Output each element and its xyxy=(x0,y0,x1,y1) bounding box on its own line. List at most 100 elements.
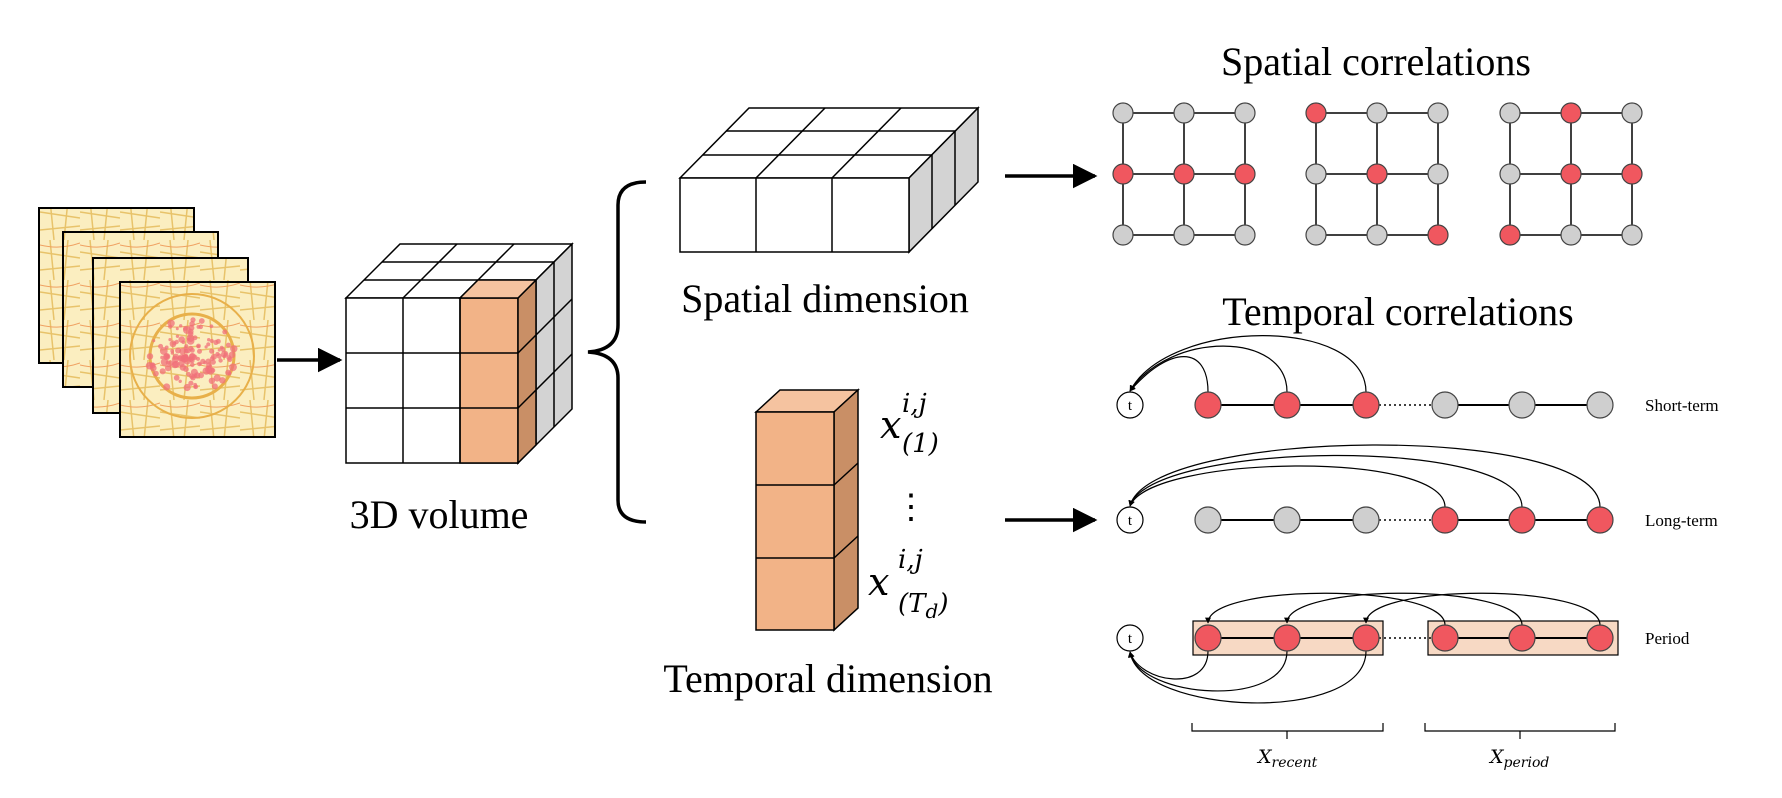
heat-dot xyxy=(206,342,211,347)
x-recent-brace xyxy=(1191,723,1384,739)
grid-node-gray xyxy=(1427,163,1449,185)
recent-arc xyxy=(1128,650,1209,680)
heat-dot xyxy=(159,347,168,355)
heat-dot xyxy=(219,345,224,350)
grid-node-gray xyxy=(1499,102,1521,124)
time-node-gray xyxy=(1273,506,1301,534)
temporal-correlations-title: Temporal correlations xyxy=(1222,289,1574,334)
svg-text:(1): (1) xyxy=(902,429,939,459)
dependency-arc xyxy=(1128,454,1523,508)
x-period-label: Xperiod xyxy=(1488,746,1549,771)
grid-node-gray xyxy=(1305,163,1327,185)
svg-text:x: x xyxy=(868,560,889,604)
heat-dot xyxy=(152,339,156,343)
time-node-gray xyxy=(1508,391,1536,419)
row-label-short-term: Short-term xyxy=(1645,396,1719,415)
heat-dot xyxy=(179,324,183,328)
heat-dot xyxy=(167,319,175,327)
dependency-arc xyxy=(1129,335,1367,393)
heat-dot xyxy=(205,365,210,370)
heat-dot xyxy=(196,356,200,361)
temporal-dimension-label: Temporal dimension xyxy=(663,656,992,701)
heat-dot xyxy=(168,338,172,342)
dependency-arc xyxy=(1129,356,1209,393)
svg-text:i,j: i,j xyxy=(902,389,927,419)
traffic-heat-dots xyxy=(145,317,238,392)
grid-node-red xyxy=(1499,224,1521,246)
heat-dot xyxy=(227,356,233,362)
heat-dot xyxy=(204,345,208,349)
heat-dot xyxy=(189,321,195,327)
heat-dot xyxy=(178,336,185,343)
grid-node-gray xyxy=(1305,224,1327,246)
heat-dot xyxy=(159,368,166,375)
heat-dot xyxy=(208,364,213,368)
heat-dot xyxy=(197,361,202,367)
heat-dot xyxy=(222,354,226,359)
heat-dot xyxy=(163,353,170,360)
t-node-label: t xyxy=(1128,398,1133,414)
t-node-label: t xyxy=(1128,631,1133,647)
period-arc xyxy=(1205,592,1446,626)
heat-dot xyxy=(205,358,211,364)
heat-dot xyxy=(183,366,189,373)
heat-dot xyxy=(187,337,191,341)
grid-node-gray xyxy=(1173,224,1195,246)
heat-dot xyxy=(183,383,191,392)
heat-dot xyxy=(209,338,214,344)
grid-node-gray xyxy=(1560,224,1582,246)
heat-dot xyxy=(219,377,226,384)
time-node-red xyxy=(1194,624,1222,652)
t-node-label: t xyxy=(1128,513,1133,529)
time-node-red xyxy=(1273,624,1301,652)
t-node: t xyxy=(1116,624,1144,652)
dependency-arcs xyxy=(1129,335,1367,393)
grid-node-red xyxy=(1560,163,1582,185)
heat-dot xyxy=(189,347,195,353)
grid-node-red xyxy=(1173,163,1195,185)
heat-dot xyxy=(216,353,222,359)
time-node-gray xyxy=(1194,506,1222,534)
time-node-red xyxy=(1194,391,1222,419)
heat-dot xyxy=(188,328,194,335)
heat-dot xyxy=(230,345,238,353)
grid-node-gray xyxy=(1112,224,1134,246)
heat-dot xyxy=(175,327,179,331)
grid-node-gray xyxy=(1499,163,1521,185)
grid-node-gray xyxy=(1366,102,1388,124)
dependency-arcs xyxy=(1127,592,1601,704)
temporal-row-short-term: t Short-term xyxy=(1116,335,1719,419)
heat-dot xyxy=(164,364,172,372)
time-node-gray xyxy=(1431,391,1459,419)
time-node-red xyxy=(1273,391,1301,419)
x-recent-label: Xrecent xyxy=(1256,746,1318,771)
grid-node-gray xyxy=(1366,224,1388,246)
t-node: t xyxy=(1116,506,1144,534)
x-period-brace xyxy=(1424,723,1616,739)
period-arc xyxy=(1363,592,1601,626)
heat-dot xyxy=(188,380,194,386)
time-node-red xyxy=(1586,506,1614,534)
time-node-red xyxy=(1508,624,1536,652)
heat-dot xyxy=(225,342,231,348)
heat-dot xyxy=(229,363,237,372)
heat-dot xyxy=(196,343,201,349)
heat-dot xyxy=(146,353,154,360)
grid-node-red xyxy=(1427,224,1449,246)
heat-dot xyxy=(163,383,171,391)
heat-dot xyxy=(208,377,216,384)
heat-dot xyxy=(170,351,174,355)
heat-dot xyxy=(190,362,195,368)
grid-node-red xyxy=(1305,102,1327,124)
heat-dot xyxy=(194,373,198,378)
heat-dot xyxy=(153,370,159,377)
grid-node-gray xyxy=(1427,102,1449,124)
spatial-slab xyxy=(678,106,980,254)
volume-label: 3D volume xyxy=(350,492,529,537)
time-node-red xyxy=(1431,506,1459,534)
recent-arc xyxy=(1128,650,1288,692)
heat-dot xyxy=(196,324,201,329)
period-arc xyxy=(1284,592,1523,626)
